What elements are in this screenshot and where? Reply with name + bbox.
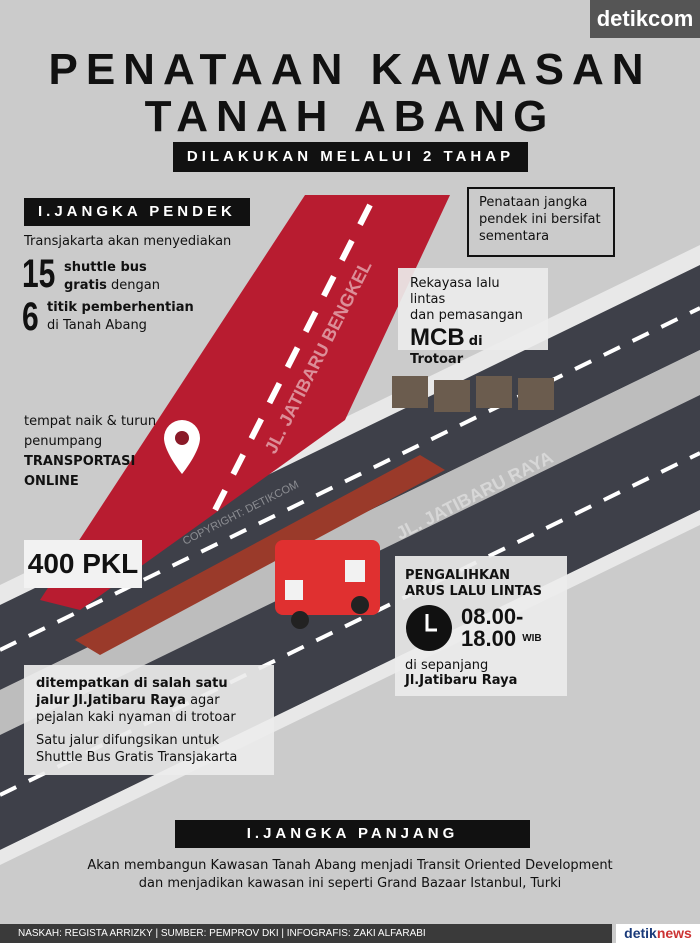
traffic-box: PENGALIHKAN ARUS LALU LINTAS 08.00- 18.0… xyxy=(395,556,567,696)
pickup-line1: tempat naik & turun xyxy=(24,414,157,429)
lane-marking xyxy=(0,306,700,652)
detikcom-logo: detikcom xyxy=(590,0,700,38)
stop-count: 6 xyxy=(22,295,39,339)
footer-credits: NASKAH: REGISTA ARRIZKY | SUMBER: PEMPRO… xyxy=(0,924,612,943)
pkl-line3: Shuttle Bus Gratis Transjakarta xyxy=(36,750,238,765)
page-title-line1: PENATAAN KAWASAN xyxy=(48,45,652,94)
pickup-bold1: TRANSPORTASI xyxy=(24,454,136,469)
stops-location: di Tanah Abang xyxy=(47,318,147,333)
traffic-line1: PENGALIHKAN xyxy=(405,568,511,583)
long-term-line2: dan menjadikan kawasan ini seperti Grand… xyxy=(138,876,562,891)
pkl-label: 400 PKL xyxy=(24,540,142,588)
short-term-intro: Transjakarta akan menyediakan xyxy=(24,234,232,249)
detiknews-logo: detiknews xyxy=(616,924,700,943)
page-title-line2: TANAH ABANG xyxy=(144,92,556,141)
temporary-note: Penataan jangka pendek ini bersifat seme… xyxy=(467,187,615,257)
lane-marking xyxy=(207,203,373,522)
timezone: WIB xyxy=(522,633,542,644)
time-start: 08.00- xyxy=(461,604,524,629)
mcb-barriers xyxy=(392,376,554,412)
red-road-jatibaru-bengkel xyxy=(40,195,450,610)
pickup-bold2: ONLINE xyxy=(24,474,79,489)
traffic-street: Jl.Jatibaru Raya xyxy=(405,673,518,688)
traffic-line2: ARUS LALU LINTAS xyxy=(405,584,543,599)
pickup-line2: penumpang xyxy=(24,434,103,449)
stops-label: titik pemberhentian xyxy=(47,300,194,315)
dengan-label: dengan xyxy=(111,278,160,293)
pkl-rest: agar pejalan kaki nyaman di trotoar xyxy=(36,693,236,725)
logo-part1: detik xyxy=(624,925,657,941)
traffic-along: di sepanjang xyxy=(405,658,489,673)
short-term-heading: I.JANGKA PENDEK xyxy=(24,198,250,226)
pkl-tents xyxy=(75,455,445,655)
location-pin-icon xyxy=(164,420,200,474)
clock-icon xyxy=(406,605,452,651)
mcb-line2: dan pemasangan xyxy=(410,308,523,323)
mcb-line1: Rekayasa lalu lintas xyxy=(410,276,500,307)
subtitle-bar: DILAKUKAN MELALUI 2 TAHAP xyxy=(173,142,528,172)
mcb-box: Rekayasa lalu lintas dan pemasangan MCB … xyxy=(398,268,548,367)
pkl-box: ditempatkan di salah satu jalur Jl.Jatib… xyxy=(24,665,274,775)
shuttle-count: 15 xyxy=(22,252,56,296)
pickup-text: tempat naik & turun penumpang TRANSPORTA… xyxy=(24,412,156,492)
pkl-bold: ditempatkan di salah satu jalur xyxy=(36,676,228,708)
mcb-rest: di Trotoar xyxy=(410,334,483,367)
long-term-heading: I.JANGKA PANJANG xyxy=(175,820,530,848)
mcb-label: MCB xyxy=(410,324,465,351)
shuttle-label: shuttle bus xyxy=(64,260,147,275)
long-term-line1: Akan membangun Kawasan Tanah Abang menja… xyxy=(87,858,613,873)
time-end: 18.00 xyxy=(461,626,517,651)
gratis-label: gratis xyxy=(64,278,107,293)
bus-icon xyxy=(275,540,380,629)
logo-part2: news xyxy=(656,925,692,941)
pkl-line2: Satu jalur difungsikan untuk xyxy=(36,733,220,748)
pkl-street: Jl.Jatibaru Raya xyxy=(73,693,186,708)
